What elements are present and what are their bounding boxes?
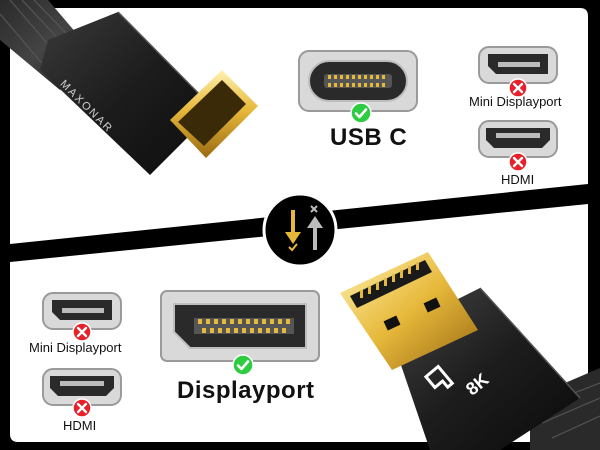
hdmi-label: HDMI bbox=[63, 418, 97, 433]
check-icon bbox=[232, 354, 254, 376]
check-icon bbox=[350, 102, 372, 124]
mini-displayport-label: Mini Displayport bbox=[29, 340, 122, 355]
mini-displayport-label: Mini Displayport bbox=[469, 94, 562, 109]
mini-displayport-port bbox=[42, 292, 122, 330]
usb-c-label: USB C bbox=[330, 124, 408, 151]
displayport-cable bbox=[340, 252, 600, 450]
usb-c-cable bbox=[0, 0, 258, 175]
cross-icon bbox=[508, 78, 528, 98]
cross-icon bbox=[72, 398, 92, 418]
mini-displayport-port bbox=[478, 46, 558, 84]
usb-c-port bbox=[298, 50, 418, 112]
cross-icon bbox=[508, 152, 528, 172]
direction-arrows-icon bbox=[262, 192, 338, 268]
displayport-port bbox=[160, 290, 320, 362]
hdmi-port bbox=[42, 368, 122, 406]
displayport-label: Displayport bbox=[177, 377, 315, 404]
hdmi-label: HDMI bbox=[501, 172, 535, 187]
cross-icon bbox=[72, 322, 92, 342]
